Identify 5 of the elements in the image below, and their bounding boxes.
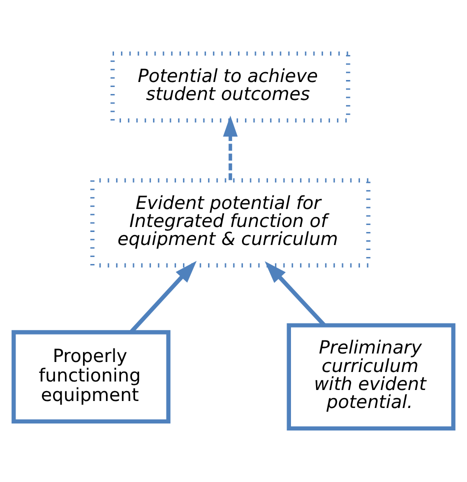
arrow <box>223 116 238 180</box>
node-box: Potential to achieve student outcomes <box>110 51 350 123</box>
node-box: Evident potential for Integrated function of equipment & curriculum <box>90 178 370 268</box>
node-box: Preliminary curriculum with evident potential. <box>286 323 456 431</box>
node-box: Properly functioning equipment <box>12 330 170 424</box>
